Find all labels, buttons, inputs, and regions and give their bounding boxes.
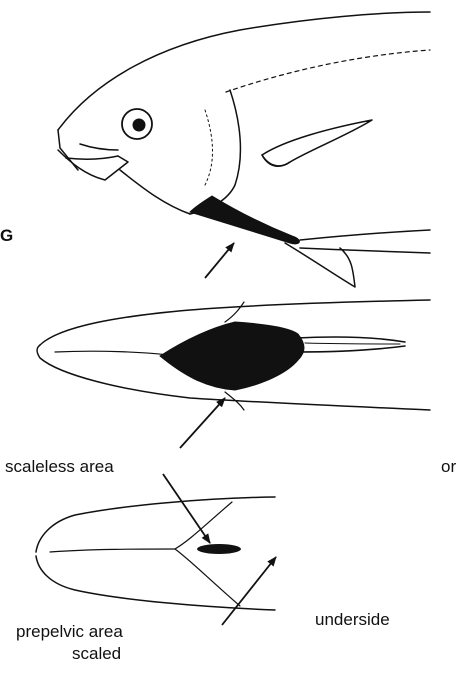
label-or: or <box>441 458 456 475</box>
ventral-view-scaled <box>36 497 275 610</box>
preopercle-dotted <box>205 110 213 185</box>
lateral-line-dashed <box>226 50 430 92</box>
ventral-midline <box>55 351 175 356</box>
head-dorsal-outline <box>58 12 430 130</box>
arrow-prepelvic-scaled <box>222 557 276 625</box>
ventral2-outline-top <box>36 497 275 552</box>
pelvic-fin-right <box>296 346 405 352</box>
arrow-to-scaleless-side <box>205 243 234 278</box>
gill-membrane-upper <box>225 302 244 322</box>
body-lower-outline <box>300 230 430 240</box>
fish-head-side-view <box>58 12 430 287</box>
scaleless-area-ventral <box>160 322 304 390</box>
scaleless-spot-small <box>197 544 241 554</box>
label-scaleless-area: scaleless area <box>5 458 114 475</box>
arrow-scaleless-to-spot <box>163 474 210 543</box>
maxilla <box>80 144 118 150</box>
label-g: G <box>0 227 13 244</box>
ventral2-midline <box>50 549 175 552</box>
eye-pupil <box>133 119 146 132</box>
scaleless-area-side <box>190 196 299 244</box>
arrow-scaleless-to-ventral <box>180 398 225 448</box>
mouth-line <box>66 156 118 159</box>
lower-jaw <box>58 150 128 180</box>
pelvic-fin-left <box>296 337 405 342</box>
label-prepelvic-area: prepelvic area <box>16 623 123 640</box>
pectoral-fin-base <box>262 155 290 166</box>
belly-outline <box>300 248 430 253</box>
ventral2-outline-bottom <box>36 556 275 610</box>
cheek-lower-outline <box>120 170 190 214</box>
label-underside: underside <box>315 611 390 628</box>
ventral2-gill-lower <box>175 549 240 606</box>
label-scaled: scaled <box>72 645 121 662</box>
ventral2-gill-upper <box>175 502 232 549</box>
pelvic-fin-inner <box>305 343 400 344</box>
pectoral-fin <box>262 120 372 166</box>
opercle-edge <box>190 90 240 214</box>
